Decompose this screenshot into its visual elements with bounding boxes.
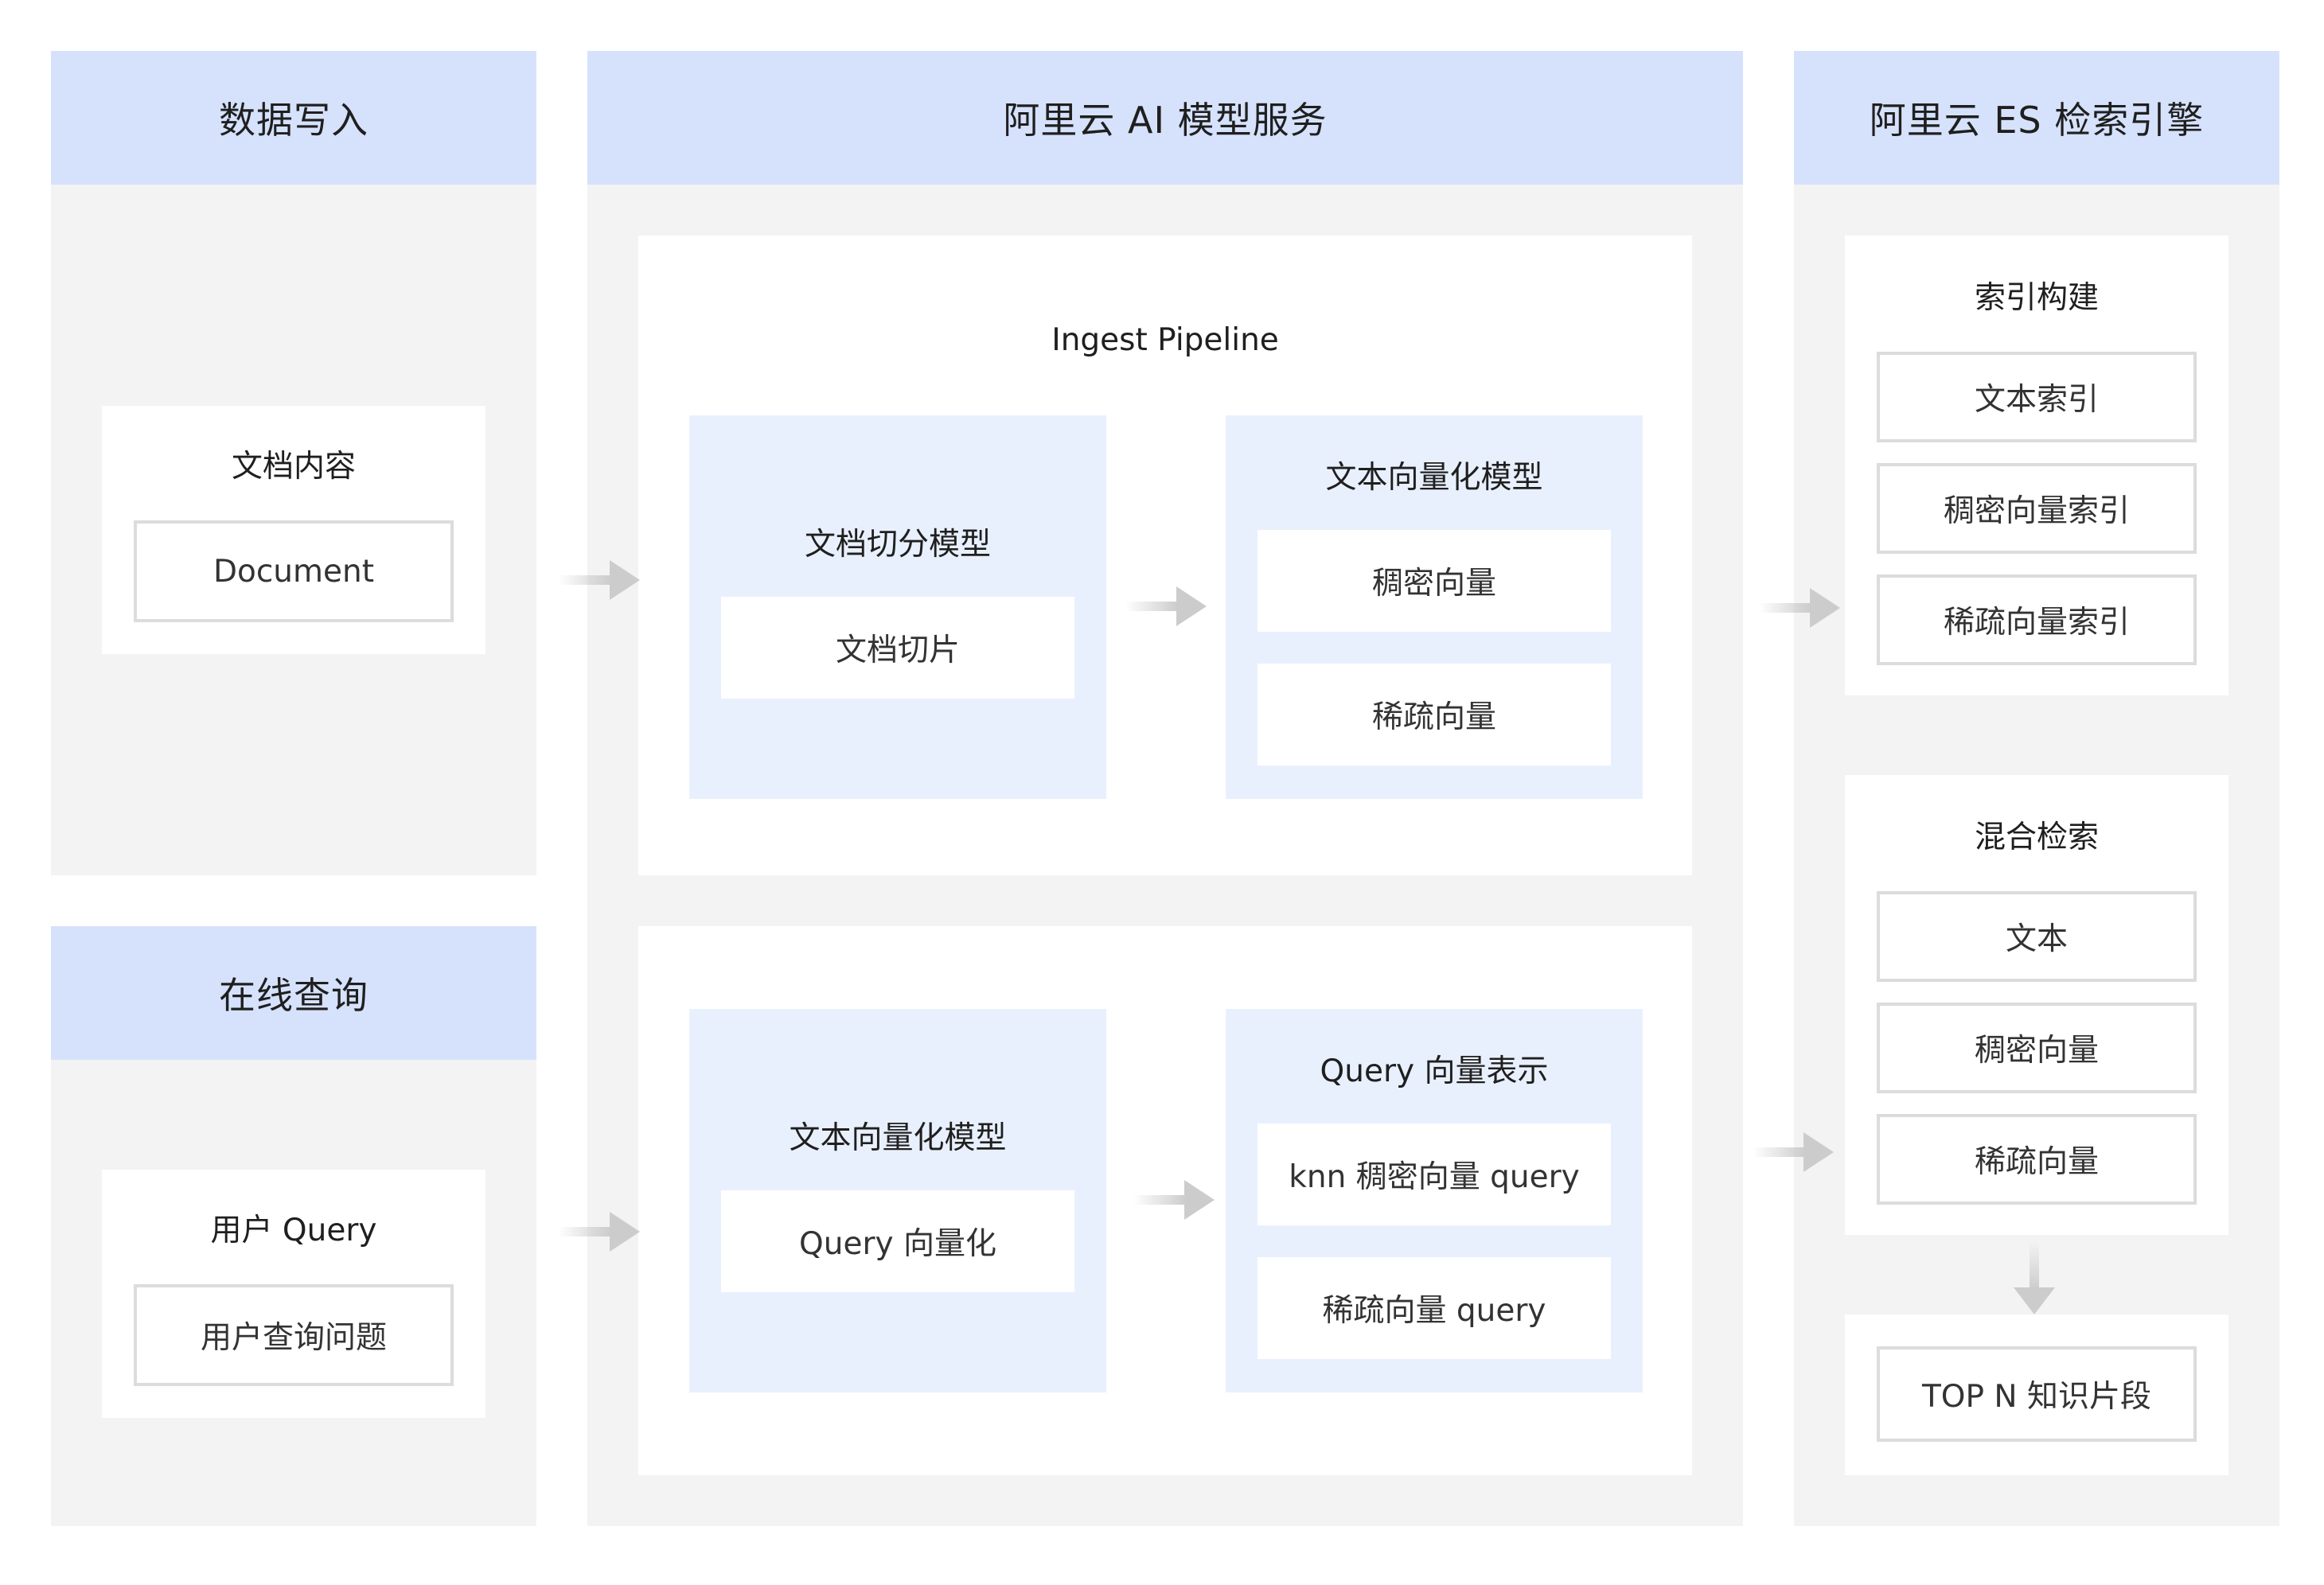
query-vector-model-title: 文本向量化模型 bbox=[789, 1120, 1007, 1156]
user-question-box: 用户查询问题 bbox=[134, 1284, 454, 1386]
es-column-header: 阿里云 ES 检索引擎 bbox=[1794, 51, 2279, 185]
query-representation-title: Query 向量表示 bbox=[1320, 1053, 1549, 1089]
ai-column-header: 阿里云 AI 模型服务 bbox=[587, 51, 1743, 185]
dense-vector-box: 稠密向量 bbox=[1258, 530, 1611, 632]
sparse-query-box: 稀疏向量 query bbox=[1258, 1257, 1611, 1359]
hybrid-sparse-box: 稀疏向量 bbox=[1877, 1114, 2197, 1205]
index-build-title: 索引构建 bbox=[1974, 280, 2099, 316]
hybrid-text-box: 文本 bbox=[1877, 891, 2197, 982]
write-column-header: 数据写入 bbox=[51, 51, 536, 185]
user-query-panel-title: 用户 Query bbox=[210, 1213, 377, 1248]
split-model-title: 文档切分模型 bbox=[804, 527, 991, 563]
write-column-title: 数据写入 bbox=[219, 99, 368, 142]
knn-dense-query-box: knn 稠密向量 query bbox=[1258, 1124, 1611, 1225]
ingest-pipeline-title: Ingest Pipeline bbox=[1051, 321, 1279, 358]
doc-slice-box: 文档切片 bbox=[721, 597, 1074, 699]
vector-model-title: 文本向量化模型 bbox=[1325, 460, 1543, 496]
query-vectorize-box: Query 向量化 bbox=[721, 1190, 1074, 1292]
query-column-title: 在线查询 bbox=[219, 974, 368, 1017]
top-n-result-box: TOP N 知识片段 bbox=[1877, 1346, 2197, 1442]
document-panel-title: 文档内容 bbox=[231, 449, 356, 485]
ai-column-title: 阿里云 AI 模型服务 bbox=[1003, 99, 1328, 142]
document-box: Document bbox=[134, 520, 454, 622]
sparse-index-box: 稀疏向量索引 bbox=[1877, 574, 2197, 665]
text-index-box: 文本索引 bbox=[1877, 352, 2197, 442]
es-column-title: 阿里云 ES 检索引擎 bbox=[1869, 99, 2205, 142]
hybrid-search-title: 混合检索 bbox=[1974, 820, 2099, 855]
sparse-vector-box: 稀疏向量 bbox=[1258, 664, 1611, 765]
hybrid-dense-box: 稠密向量 bbox=[1877, 1003, 2197, 1093]
query-column-header: 在线查询 bbox=[51, 926, 536, 1060]
dense-index-box: 稠密向量索引 bbox=[1877, 463, 2197, 554]
